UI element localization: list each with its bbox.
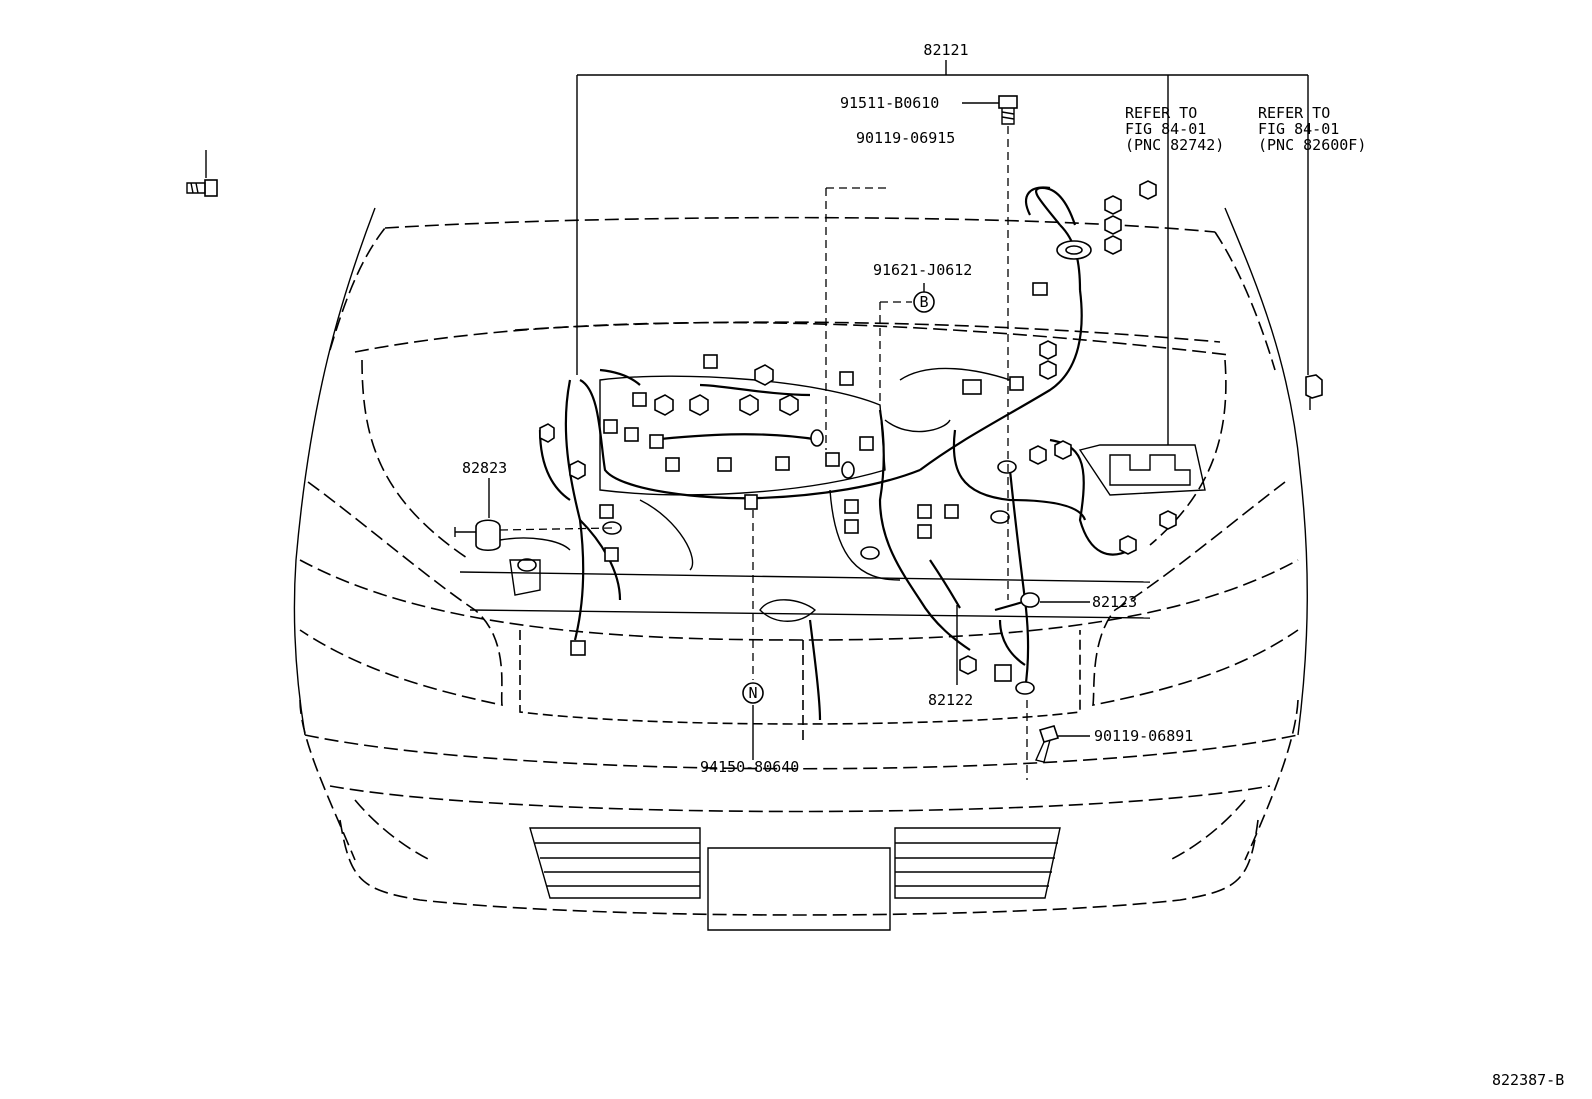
- marker-n-label: N: [748, 684, 757, 702]
- connector-block: [632, 392, 647, 407]
- connector-block: [665, 457, 680, 472]
- engine-shapes: [599, 367, 1206, 622]
- refer-line3: (PNC 82742): [1125, 136, 1224, 154]
- connector-block: [570, 640, 586, 656]
- refer-line1: REFER TO: [1258, 104, 1330, 122]
- connector-block: [603, 419, 618, 434]
- connector-block: [1009, 376, 1024, 391]
- refer-note-82600f: REFER TO FIG 84-01 (PNC 82600F): [1258, 104, 1366, 154]
- connector-block: [859, 436, 874, 451]
- reference-plug-82600f: [1305, 374, 1323, 410]
- car-body-outline: [293, 207, 1308, 931]
- marker-b-label: B: [919, 293, 928, 311]
- component-82823: [454, 519, 571, 596]
- bolt-90119-06891: [1035, 725, 1060, 763]
- connector-block: [844, 519, 859, 534]
- connector-block: [917, 504, 932, 519]
- connector-block: [604, 547, 619, 562]
- leader-lines: [205, 60, 1309, 780]
- connector-block: [703, 354, 718, 369]
- connector-block: [839, 371, 854, 386]
- connector-block: [944, 504, 959, 519]
- connector-block: [917, 524, 932, 539]
- refer-line1: REFER TO: [1125, 104, 1197, 122]
- label-82121: 82121: [923, 41, 968, 59]
- label-90119-06891: 90119-06891: [1094, 727, 1193, 745]
- marker-b-circle: [913, 291, 935, 313]
- harness-connectors: [570, 282, 1048, 682]
- refer-line2: FIG 84-01: [1258, 120, 1339, 138]
- label-94150-80640: 94150-80640: [700, 758, 799, 776]
- connector-block: [962, 379, 982, 395]
- connector-block: [825, 452, 840, 467]
- connector-block: [1032, 282, 1048, 296]
- connector-block: [744, 494, 758, 510]
- label-82122: 82122: [928, 691, 973, 709]
- label-82123: 82123: [1092, 593, 1137, 611]
- connector-block: [649, 434, 664, 449]
- ground-points: [517, 429, 1040, 695]
- connector-block: [717, 457, 732, 472]
- label-91511-b0610: 91511-B0610: [840, 94, 939, 112]
- label-90119-06915: 90119-06915: [856, 129, 955, 147]
- bolt-90119-06915: [186, 179, 218, 197]
- marker-n-circle: [742, 682, 764, 704]
- connector-block: [844, 499, 859, 514]
- refer-line2: FIG 84-01: [1125, 120, 1206, 138]
- figure-id: 822387-B: [1492, 1071, 1564, 1089]
- refer-note-82742: REFER TO FIG 84-01 (PNC 82742): [1125, 104, 1224, 154]
- lower-grille-right: [894, 827, 1061, 899]
- grommet-loop: [1025, 186, 1092, 260]
- connector-block: [994, 664, 1012, 682]
- connector-block: [624, 427, 639, 442]
- label-82823: 82823: [462, 459, 507, 477]
- connector-block: [775, 456, 790, 471]
- connector-block: [599, 504, 614, 519]
- label-91621-j0612: 91621-J0612: [873, 261, 972, 279]
- bolt-91511: [998, 95, 1018, 125]
- lower-grille-left: [529, 827, 701, 899]
- refer-line3: (PNC 82600F): [1258, 136, 1366, 154]
- harness-plugs: [539, 180, 1177, 675]
